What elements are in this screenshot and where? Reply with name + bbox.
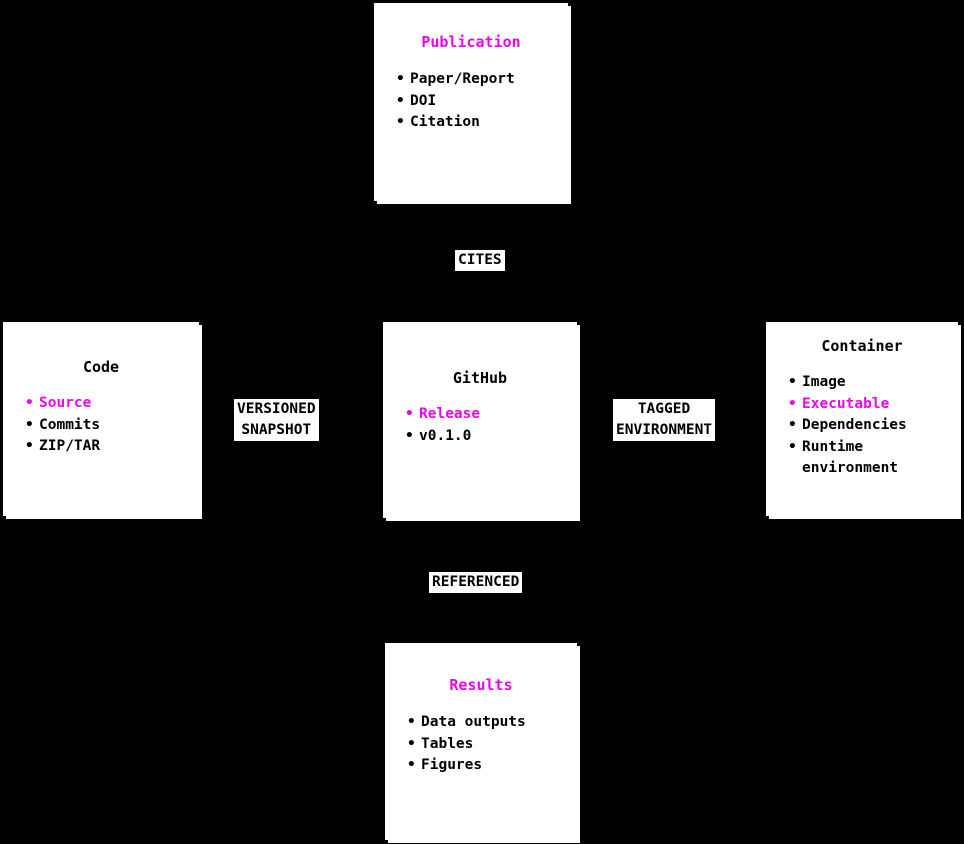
node-publication[interactable]: Publication Paper/Report DOI Citation [374,3,568,201]
node-github[interactable]: GitHub Release v0.1.0 [383,322,577,518]
list-item: DOI [396,91,550,113]
node-code-items: Source Commits ZIP/TAR [21,393,181,458]
node-container-items: Image Executable Dependencies Runtime en… [784,372,940,480]
node-code-title: Code [82,358,120,376]
list-item: Data outputs [407,712,559,734]
list-item: Tables [407,734,559,756]
list-item: Figures [407,755,559,777]
node-publication-title: Publication [421,33,521,51]
list-item: Source [25,393,181,415]
list-item: Executable [788,394,940,416]
list-item: Commits [25,415,181,437]
list-item: Paper/Report [396,69,550,91]
list-item: Release [405,404,559,426]
node-results-items: Data outputs Tables Figures [403,712,559,777]
node-code[interactable]: Code Source Commits ZIP/TAR [3,322,199,516]
edge-label-versioned-snapshot: VERSIONED SNAPSHOT [234,399,319,441]
node-publication-items: Paper/Report DOI Citation [392,69,550,134]
list-item: Citation [396,112,550,134]
node-results[interactable]: Results Data outputs Tables Figures [385,643,577,840]
list-item: ZIP/TAR [25,436,181,458]
node-github-title: GitHub [452,369,508,387]
node-container-title: Container [821,337,903,355]
list-item: Image [788,372,940,394]
node-github-items: Release v0.1.0 [401,404,559,447]
edge-label-referenced: REFERENCED [429,572,523,593]
node-results-title: Results [449,676,513,694]
list-item: Dependencies [788,415,940,437]
node-container[interactable]: Container Image Executable Dependencies … [766,322,958,516]
edge-label-tagged-environment: TAGGED ENVIRONMENT [613,399,716,441]
edge-label-cites: CITES [455,250,505,271]
list-item: Runtime environment [788,437,940,480]
list-item: v0.1.0 [405,426,559,448]
